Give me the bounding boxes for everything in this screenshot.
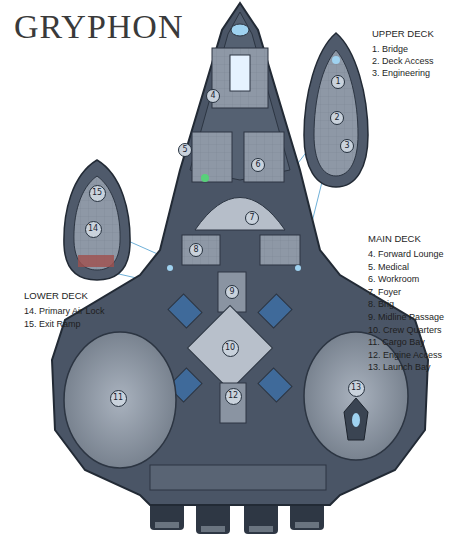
legend-entry: 8. Brig xyxy=(368,299,394,309)
callout-circle: 2 xyxy=(330,111,344,125)
callout-circle: 12 xyxy=(225,388,242,405)
callout-circle: 10 xyxy=(222,340,239,357)
legend-entry: 11. Cargo Bay xyxy=(368,337,425,347)
side-room xyxy=(260,235,300,265)
medical-room xyxy=(192,132,232,182)
engine-nozzle xyxy=(295,522,319,528)
brig-room xyxy=(182,235,220,265)
workroom xyxy=(244,132,284,182)
callout-number: 5 xyxy=(182,146,187,154)
callout-circle: 1 xyxy=(331,75,345,89)
midline-passage xyxy=(218,272,246,312)
callout-circle: 9 xyxy=(225,285,239,299)
crew-quarters xyxy=(258,368,292,402)
lower-deck-inset xyxy=(64,160,130,280)
engine-nozzle xyxy=(155,522,179,528)
lounge-table xyxy=(230,55,250,91)
diagram-title: GRYPHON xyxy=(14,8,183,46)
callout-number: 2 xyxy=(334,114,339,122)
callout-number: 12 xyxy=(228,392,238,400)
callout-circle: 13 xyxy=(348,380,365,397)
engine-access xyxy=(220,383,246,423)
legend-entry: 12. Engine Access xyxy=(368,350,442,360)
callout-circle: 4 xyxy=(206,89,220,103)
legend-entry: 6. Workroom xyxy=(368,274,419,284)
callout-circle: 3 xyxy=(340,139,354,153)
legend-entry: 5. Medical xyxy=(368,262,409,272)
callout-number: 13 xyxy=(351,384,361,392)
callout-circle: 5 xyxy=(178,143,192,157)
cargo-bay xyxy=(64,332,176,468)
fighter-craft xyxy=(344,398,368,440)
callout-circle: 7 xyxy=(245,211,259,225)
foyer-room xyxy=(195,198,285,231)
fighter-craft xyxy=(352,413,360,427)
callout-circle: 14 xyxy=(85,221,102,238)
legend-entry: 14. Primary Air Lock xyxy=(24,306,105,316)
deck-heading: LOWER DECK xyxy=(24,290,88,301)
callout-number: 6 xyxy=(255,161,260,169)
legend-entry: 7. Foyer xyxy=(368,287,401,297)
callout-number: 3 xyxy=(344,142,349,150)
callout-number: 15 xyxy=(92,189,102,197)
callout-number: 4 xyxy=(210,92,215,100)
callout-circle: 15 xyxy=(89,185,106,202)
crew-quarters xyxy=(188,306,273,391)
callout-circle: 8 xyxy=(189,243,203,257)
engine-room xyxy=(150,465,326,490)
engine-nozzle xyxy=(249,526,273,532)
equipment xyxy=(201,174,209,182)
legend-entry: 3. Engineering xyxy=(372,68,430,78)
callout-circle: 6 xyxy=(251,158,265,172)
deck-heading: UPPER DECK xyxy=(372,28,434,39)
deck-heading: MAIN DECK xyxy=(368,233,421,244)
upper-deck-inset xyxy=(304,33,368,187)
cockpit xyxy=(231,24,249,36)
upper-deck-floor xyxy=(314,50,358,176)
engine-nozzle xyxy=(201,526,225,532)
callout-number: 8 xyxy=(193,246,198,254)
callout-number: 10 xyxy=(225,344,235,352)
equipment xyxy=(332,56,340,64)
lounge-room xyxy=(212,48,268,108)
legend-entry: 13. Launch Bay xyxy=(368,362,431,372)
legend-entry: 10. Crew Quarters xyxy=(368,325,442,335)
callout-number: 1 xyxy=(335,78,340,86)
equipment xyxy=(167,265,173,271)
legend-entry: 9. Midline Passage xyxy=(368,312,444,322)
crew-quarters xyxy=(168,294,202,328)
fighter-craft xyxy=(344,398,368,440)
exit-ramp xyxy=(78,255,114,267)
legend-entry: 4. Forward Lounge xyxy=(368,249,444,259)
callout-number: 9 xyxy=(229,288,234,296)
callout-number: 14 xyxy=(88,225,98,233)
callout-circle: 11 xyxy=(110,390,127,407)
callout-number: 11 xyxy=(113,394,123,402)
legend-entry: 15. Exit Ramp xyxy=(24,319,81,329)
legend-entry: 2. Deck Access xyxy=(372,56,434,66)
crew-quarters xyxy=(258,294,292,328)
equipment xyxy=(295,265,301,271)
callout-number: 7 xyxy=(249,214,254,222)
legend-entry: 1. Bridge xyxy=(372,44,408,54)
lower-deck-floor xyxy=(74,176,120,270)
